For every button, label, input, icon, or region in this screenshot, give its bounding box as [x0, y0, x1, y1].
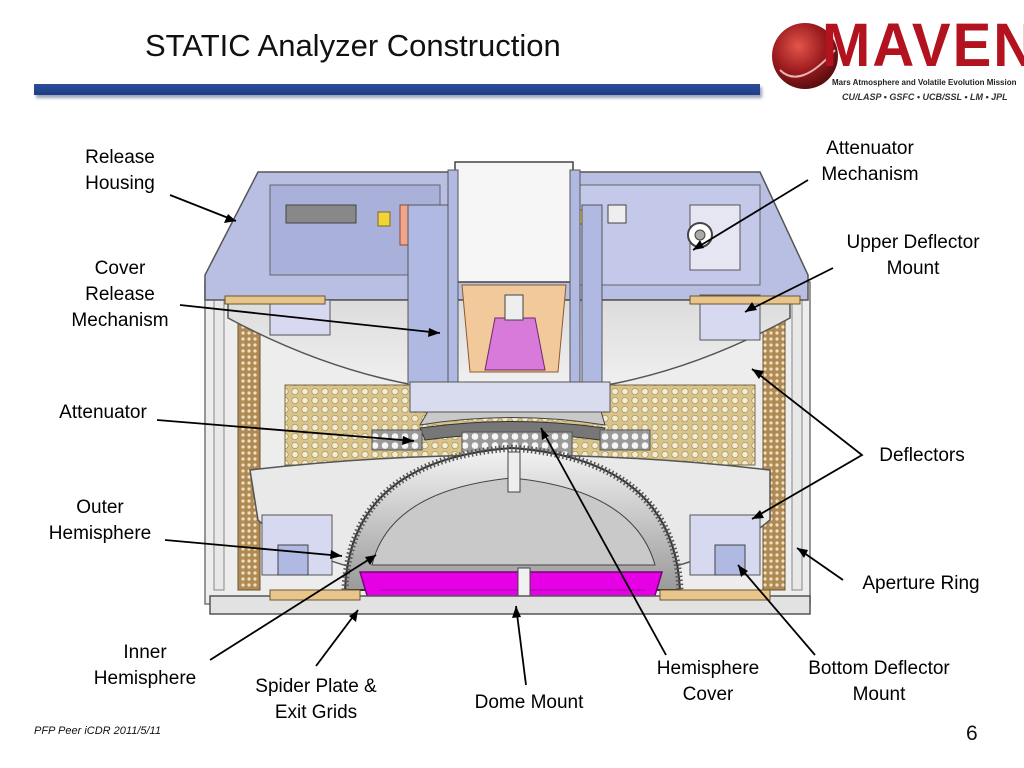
label-dome-mount: Dome Mount [474, 692, 584, 713]
label-aperture-ring: Aperture Ring [862, 573, 980, 594]
label-attenuator: Attenuator [59, 402, 147, 423]
label-deflectors: Deflectors [879, 445, 965, 466]
callout-arrowheads [224, 214, 808, 622]
title-underline-bar [34, 84, 760, 95]
maven-wordmark: MAVEN [822, 11, 1024, 80]
central-column [454, 161, 574, 283]
slide-title: STATIC Analyzer Construction [145, 28, 561, 63]
maven-subtitle: Mars Atmosphere and Volatile Evolution M… [832, 78, 1017, 87]
label-spider-plate: Spider Plate &Exit Grids [255, 676, 377, 723]
mars-globe-icon [772, 23, 838, 89]
page-number: 6 [966, 722, 978, 745]
maven-logo: MAVEN Mars Atmosphere and Volatile Evolu… [770, 10, 1024, 110]
right-mesh-panel [762, 299, 786, 591]
footer-text: PFP Peer iCDR 2011/5/11 [34, 725, 161, 737]
attenuator-lens [484, 317, 546, 371]
maven-partners: CU/LASP • GSFC • UCB/SSL • LM • JPL [842, 92, 1008, 102]
